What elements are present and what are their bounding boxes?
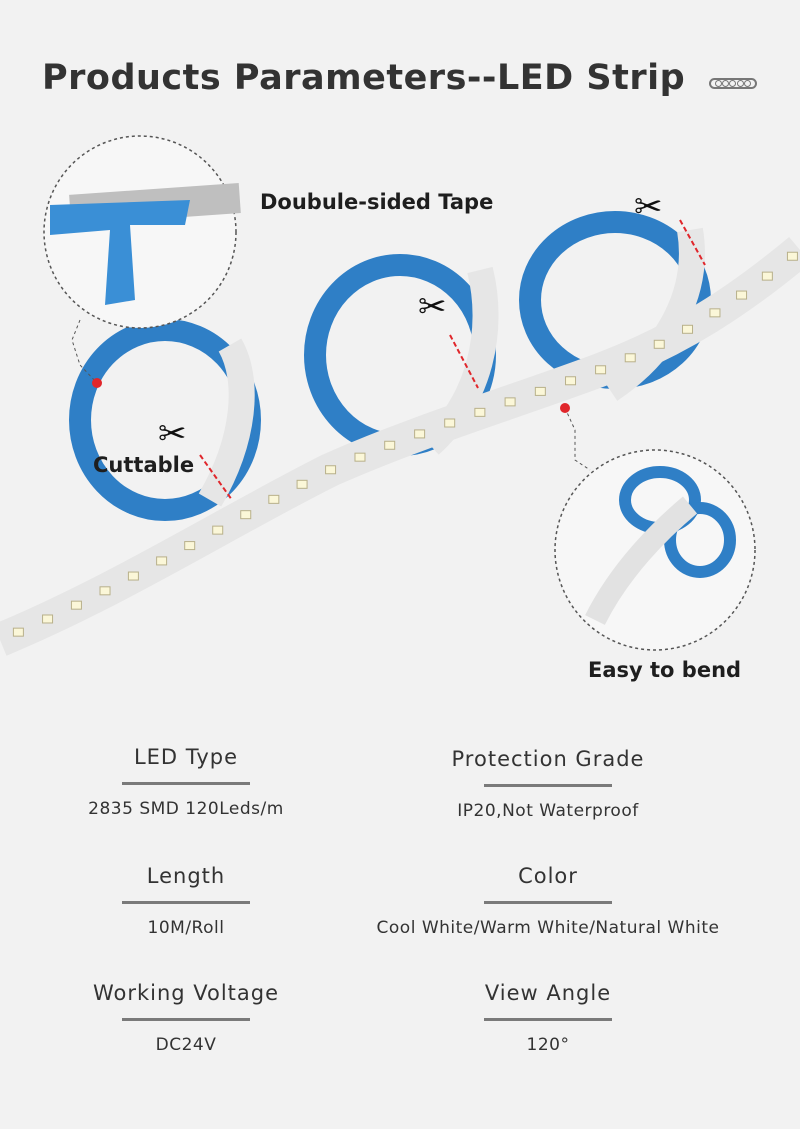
led-chip <box>240 510 252 520</box>
led-chip <box>565 376 577 386</box>
marker-dot <box>560 403 570 413</box>
led-chip <box>624 353 636 363</box>
param-length: Length 10M/Roll <box>6 864 366 938</box>
param-label: Working Voltage <box>92 981 280 1005</box>
param-label: LED Type <box>133 745 239 769</box>
divider <box>484 1018 612 1021</box>
dots-badge-icon <box>709 78 757 89</box>
led-chip <box>682 324 694 334</box>
led-chip <box>156 556 168 566</box>
param-value: 2835 SMD 120Leds/m <box>88 799 284 819</box>
param-label: Protection Grade <box>451 747 645 771</box>
led-chip <box>384 440 396 450</box>
led-chip <box>354 452 366 462</box>
led-chip <box>42 614 54 624</box>
param-led-type: LED Type 2835 SMD 120Leds/m <box>6 745 366 819</box>
divider <box>484 784 612 787</box>
led-chip <box>325 465 337 475</box>
led-chip <box>709 308 721 318</box>
param-value: DC24V <box>155 1035 217 1055</box>
param-value: 10M/Roll <box>147 918 225 938</box>
scissors-icon: ✂ <box>418 287 447 327</box>
led-chip <box>212 525 224 535</box>
param-label: Length <box>146 864 226 888</box>
page-title: Products Parameters--LED Strip <box>42 58 686 98</box>
callout-easy-to-bend: Easy to bend <box>588 658 742 682</box>
led-chip <box>99 586 111 596</box>
led-chip <box>786 251 798 261</box>
scissors-icon: ✂ <box>634 187 663 227</box>
scissors-icon: ✂ <box>158 414 187 454</box>
led-chip <box>127 571 139 581</box>
param-value: Cool White/Warm White/Natural White <box>376 918 720 938</box>
strip-rise-3 <box>602 227 705 401</box>
strip-rise-1 <box>198 338 255 507</box>
led-chip <box>504 397 516 407</box>
param-value: 120° <box>526 1035 570 1055</box>
param-color: Color Cool White/Warm White/Natural Whit… <box>368 864 728 938</box>
led-chip <box>474 407 486 417</box>
led-chip <box>595 365 607 375</box>
led-chip <box>414 429 426 439</box>
divider <box>122 782 250 785</box>
tape-detail-circle <box>43 135 237 329</box>
divider <box>484 901 612 904</box>
led-chip <box>268 494 280 504</box>
divider <box>122 901 250 904</box>
led-chip <box>653 339 665 349</box>
led-chip <box>12 627 24 637</box>
param-value: IP20,Not Waterproof <box>457 801 639 821</box>
param-label: Color <box>518 864 578 888</box>
led-chips <box>12 251 798 637</box>
led-chip <box>736 290 748 300</box>
marker-dot <box>92 378 102 388</box>
led-chip <box>534 386 546 396</box>
led-chip <box>296 479 308 489</box>
led-chip <box>761 271 773 281</box>
led-chip <box>70 600 82 610</box>
callout-double-sided-tape: Doubule-sided Tape <box>260 190 494 214</box>
led-chip <box>444 418 456 428</box>
led-strip-illustration: ✂ ✂ ✂ <box>0 135 800 656</box>
param-label: View Angle <box>484 981 612 1005</box>
callout-cuttable: Cuttable <box>93 453 195 477</box>
param-working-voltage: Working Voltage DC24V <box>6 981 366 1055</box>
param-view-angle: View Angle 120° <box>368 981 728 1055</box>
divider <box>122 1018 250 1021</box>
led-chip <box>184 541 196 551</box>
param-protection-grade: Protection Grade IP20,Not Waterproof <box>368 747 728 821</box>
